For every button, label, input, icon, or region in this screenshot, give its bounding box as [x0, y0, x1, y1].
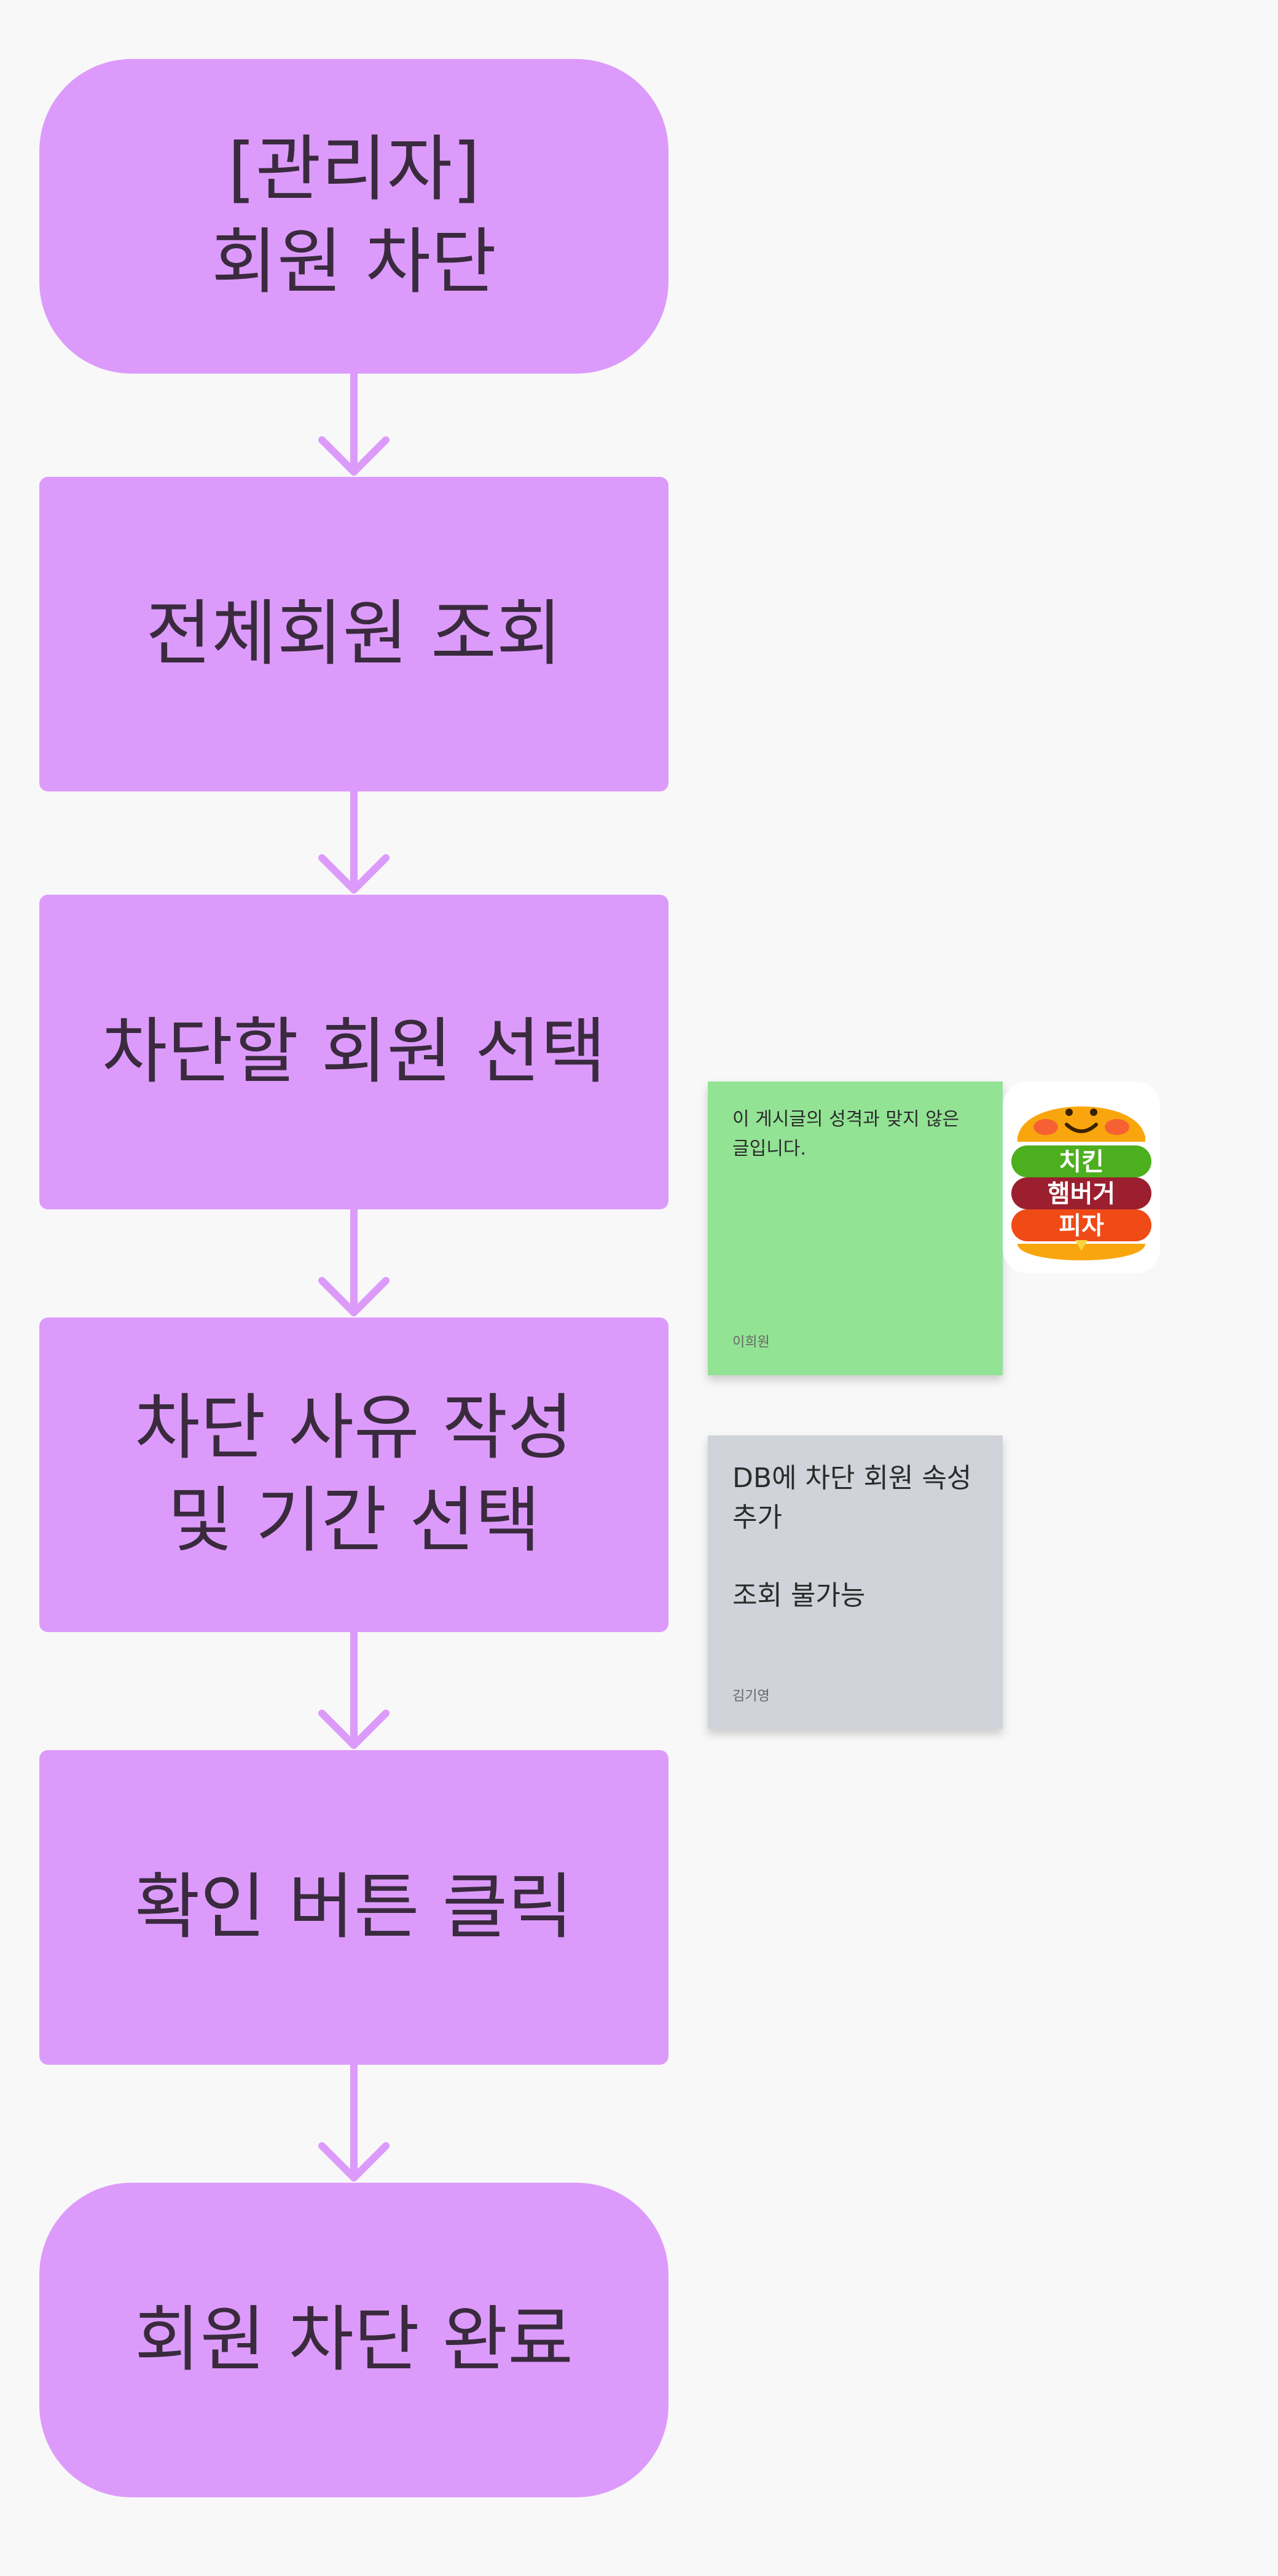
- flow-arrow-4: [318, 1632, 390, 1749]
- sticky-note-gray-author: 김기영: [732, 1689, 770, 1704]
- logo-line-1: 치킨: [1059, 1148, 1104, 1176]
- sticky-note-green[interactable]: 이 게시글의 성격과 맞지 않은 글입니다. 이희원: [708, 1082, 1003, 1375]
- flow-node-select-member-label: 차단할 회원 선택: [101, 1010, 606, 1093]
- flow-node-end-label: 회원 차단 완료: [134, 2298, 574, 2381]
- sticky-note-gray-text: DB에 차단 회원 속성 추가 조회 불가능: [732, 1463, 972, 1612]
- flow-node-view-members[interactable]: 전체회원 조회: [39, 477, 668, 791]
- sticky-note-green-author: 이희원: [732, 1335, 770, 1350]
- logo-line-2: 햄버거: [1048, 1180, 1115, 1208]
- sticky-note-gray[interactable]: DB에 차단 회원 속성 추가 조회 불가능 김기영: [708, 1435, 1003, 1729]
- flow-node-view-members-label: 전체회원 조회: [146, 592, 562, 675]
- flow-node-confirm-click-label: 확인 버튼 클릭: [134, 1865, 574, 1949]
- flow-node-start[interactable]: [관리자] 회원 차단: [39, 59, 668, 374]
- flow-arrow-3: [318, 1209, 390, 1316]
- logo-line-3: 피자: [1059, 1212, 1104, 1240]
- flow-node-confirm-click[interactable]: 확인 버튼 클릭: [39, 1750, 668, 2065]
- flow-node-select-member[interactable]: 차단할 회원 선택: [39, 895, 668, 1209]
- burger-logo-icon[interactable]: 치킨 햄버거 피자: [1003, 1082, 1160, 1273]
- flow-node-end[interactable]: 회원 차단 완료: [39, 2183, 668, 2497]
- flow-arrow-1: [318, 374, 390, 476]
- flow-node-start-label: [관리자] 회원 차단: [211, 128, 496, 304]
- flow-arrow-2: [318, 791, 390, 893]
- flow-arrow-5: [318, 2065, 390, 2181]
- sticky-note-green-text: 이 게시글의 성격과 맞지 않은 글입니다.: [732, 1109, 960, 1160]
- flow-node-write-reason[interactable]: 차단 사유 작성 및 기간 선택: [39, 1317, 668, 1632]
- flow-node-write-reason-label: 차단 사유 작성 및 기간 선택: [134, 1386, 574, 1562]
